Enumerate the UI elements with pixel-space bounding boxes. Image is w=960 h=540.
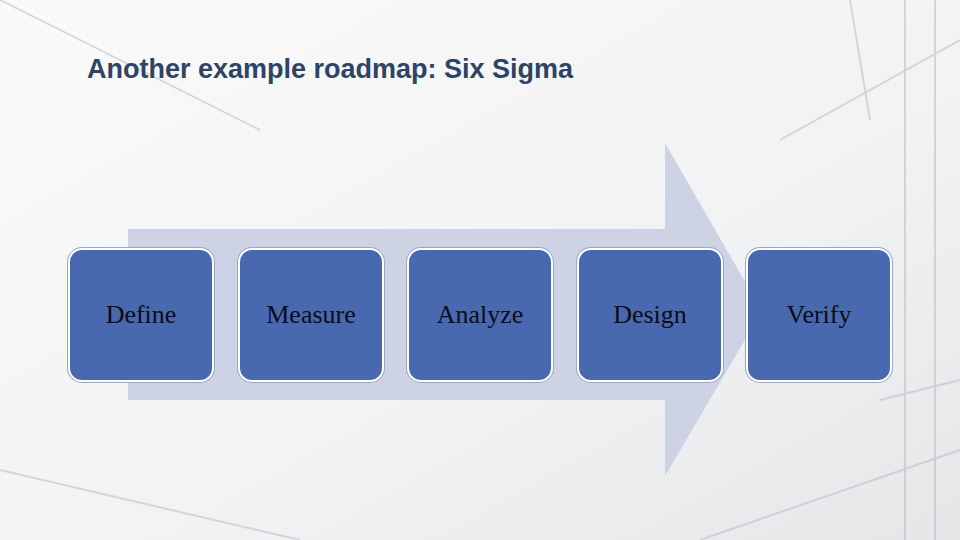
process-box: Analyze <box>407 248 553 382</box>
slide-title: Another example roadmap: Six Sigma <box>87 54 573 85</box>
process-arrow <box>128 143 762 476</box>
process-box: Verify <box>746 248 892 382</box>
step-label: Design <box>613 300 687 330</box>
process-box: Design <box>577 248 723 382</box>
step-label: Analyze <box>437 300 524 330</box>
step-label: Define <box>106 300 177 330</box>
step-label: Measure <box>266 300 356 330</box>
process-box: Define <box>68 248 214 382</box>
process-box: Measure <box>238 248 384 382</box>
step-label: Verify <box>787 300 852 330</box>
